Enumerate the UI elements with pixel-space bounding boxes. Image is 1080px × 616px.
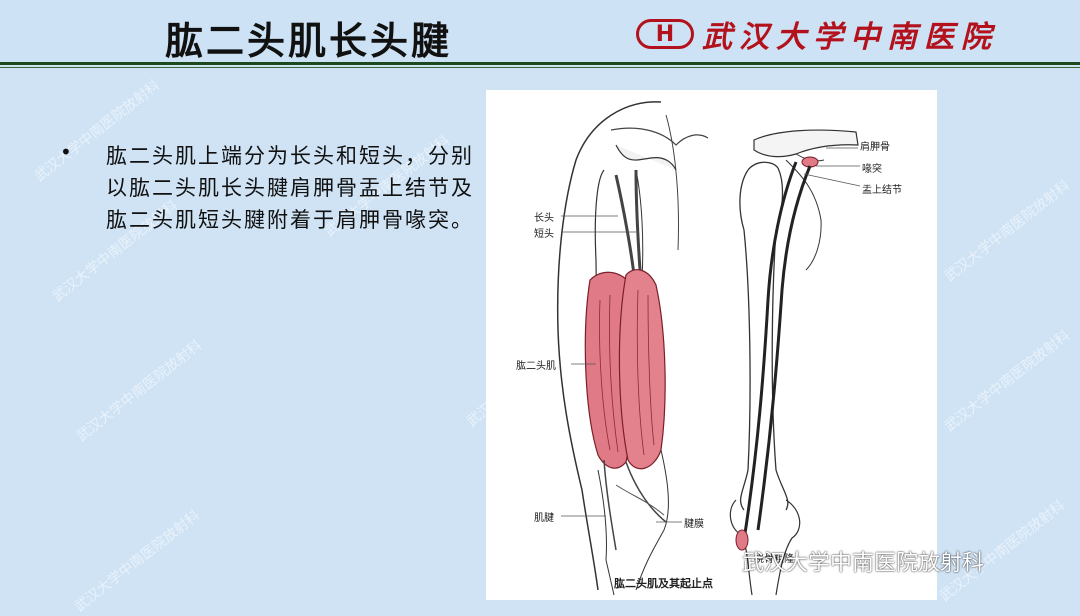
wechat-account-watermark: 武汉大学中南医院放射科 bbox=[700, 546, 984, 576]
label-tendon: 肌腱 bbox=[534, 513, 554, 524]
bullet-text: 肱二头肌上端分为长头和短头，分别以肱二头肌长头腱肩胛骨盂上结节及肱二头肌短头腱附… bbox=[106, 144, 474, 232]
label-aponeurosis: 腱膜 bbox=[684, 519, 704, 530]
label-radial-tuberosity: 桡骨粗隆 bbox=[754, 554, 794, 565]
label-long-head: 长头 bbox=[534, 213, 554, 224]
figure-caption: 肱二头肌及其起止点 bbox=[614, 577, 713, 590]
hospital-logo: H 武汉大学中南医院 bbox=[636, 14, 998, 55]
bullet-marker: • bbox=[60, 140, 72, 164]
slide-header: 肱二头肌长头腱 H 武汉大学中南医院 bbox=[0, 0, 1080, 64]
header-divider bbox=[0, 62, 1080, 65]
biceps-illustration bbox=[556, 101, 861, 596]
label-biceps: 肱二头肌 bbox=[516, 361, 556, 372]
label-short-head: 短头 bbox=[534, 229, 554, 240]
wechat-icon bbox=[701, 549, 735, 573]
wechat-account-name: 武汉大学中南医院放射科 bbox=[742, 551, 985, 576]
watermark: 武汉大学中南医院放射科 bbox=[941, 327, 1074, 435]
anatomy-figure: 长头 短头 肱二头肌 肌腱 腱膜 肩胛骨 喙突 盂上结节 桡骨粗隆 肱二头肌及其… bbox=[486, 90, 937, 600]
watermark: 武汉大学中南医院放射科 bbox=[941, 177, 1074, 285]
hospital-logo-text: 武汉大学中南医院 bbox=[702, 20, 998, 55]
header-divider-thin bbox=[0, 67, 1080, 68]
label-supraglenoid: 盂上结节 bbox=[862, 185, 902, 196]
label-coracoid: 喙突 bbox=[862, 164, 882, 175]
hospital-logo-mark: H bbox=[636, 19, 694, 49]
slide-title: 肱二头肌长头腱 bbox=[165, 18, 453, 63]
watermark: 武汉大学中南医院放射科 bbox=[71, 507, 204, 615]
watermark: 武汉大学中南医院放射科 bbox=[73, 337, 206, 445]
label-scapula: 肩胛骨 bbox=[860, 142, 890, 153]
